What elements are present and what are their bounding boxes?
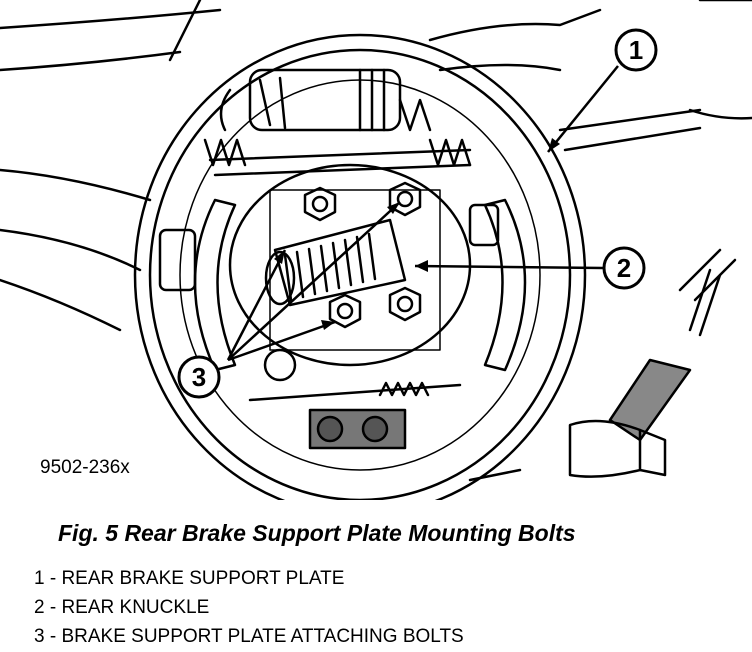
leader-3b [227,201,401,361]
leader-1 [547,65,619,153]
leader-3c [227,320,336,362]
bolt-lower-right [388,286,422,322]
leader-2 [414,264,604,270]
svg-text:2: 2 [617,253,631,283]
svg-text:3: 3 [192,362,206,392]
legend-item: 3 - BRAKE SUPPORT PLATE ATTACHING BOLTS [34,626,464,647]
brake-assembly-illustration: 1 2 3 [0,0,752,500]
svg-text:1: 1 [629,35,643,65]
callout-arrowheads [274,138,560,330]
legend-item: 1 - REAR BRAKE SUPPORT PLATE [34,568,345,589]
legend-list: 1 - REAR BRAKE SUPPORT PLATE 2 - REAR KN… [34,564,464,651]
figure-caption: Fig. 5 Rear Brake Support Plate Mounting… [58,520,576,546]
lower-adjuster [248,348,462,450]
leader-3a [226,249,287,361]
attaching-bolts [303,181,422,329]
figure-code: 9502-236x [40,457,130,478]
wheel-cylinder [219,68,402,132]
upper-return-springs [203,98,472,177]
brake-line-linkage [468,268,722,482]
spindle [264,218,407,307]
callout-leaders [226,65,619,362]
bolt-lower-left [328,293,362,329]
callout-1: 1 [614,28,658,72]
bolt-upper-left [303,186,337,222]
legend-item: 2 - REAR KNUCKLE [34,597,210,618]
callout-2: 2 [602,246,646,290]
brake-shoes [158,198,527,372]
callout-3: 3 [177,355,221,399]
